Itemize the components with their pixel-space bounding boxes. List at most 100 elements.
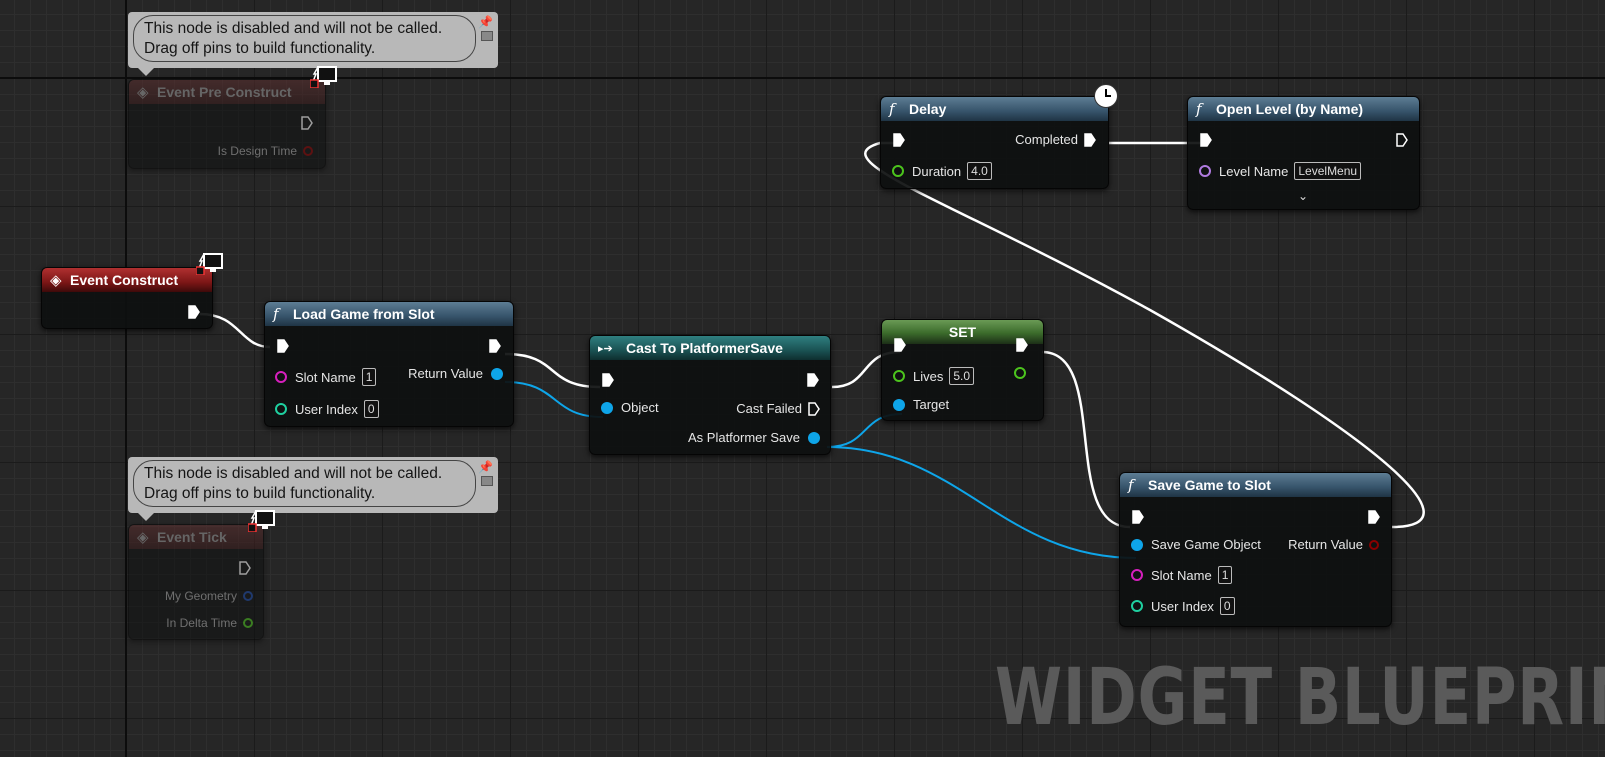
node-header: ▸➔ Cast To PlatformerSave bbox=[590, 336, 830, 360]
string-pin[interactable] bbox=[275, 371, 287, 383]
exec-out-pin[interactable] bbox=[1368, 510, 1380, 524]
exec-out-pin[interactable] bbox=[808, 401, 820, 416]
float-pin[interactable] bbox=[892, 165, 904, 177]
comment-line: This node is disabled and will not be ca… bbox=[144, 20, 443, 37]
exec-in-pin[interactable] bbox=[277, 339, 289, 353]
pin-label: User Index bbox=[1151, 598, 1214, 614]
object-pin[interactable] bbox=[808, 431, 820, 444]
struct-pin[interactable] bbox=[243, 591, 253, 601]
node-header: f Save Game to Slot bbox=[1120, 473, 1391, 497]
pin-label: My Geometry bbox=[164, 589, 237, 603]
duration-row: Duration 4.0 bbox=[892, 162, 992, 180]
exec-out-pin[interactable] bbox=[1396, 133, 1408, 147]
float-out-pin[interactable] bbox=[1014, 367, 1026, 379]
comment-line: This node is disabled and will not be ca… bbox=[144, 465, 443, 482]
pin-label: Duration bbox=[912, 163, 962, 179]
exec-out-pin[interactable] bbox=[489, 339, 501, 353]
pin-comment-icon[interactable]: 📌 bbox=[478, 460, 493, 474]
exec-wire bbox=[1041, 350, 1131, 529]
event-diamond-icon: ◈ bbox=[50, 271, 62, 289]
user-index-input[interactable]: 0 bbox=[1219, 597, 1235, 615]
event-pre-construct-node[interactable]: ◈ Event Pre Construct Is Design Time bbox=[128, 79, 326, 169]
latent-clock-icon bbox=[1094, 84, 1118, 108]
int-pin[interactable] bbox=[1131, 600, 1143, 612]
comment-line: Drag off pins to build functionality. bbox=[144, 40, 376, 57]
exec-out-pin[interactable] bbox=[239, 561, 251, 575]
duration-input[interactable]: 4.0 bbox=[967, 162, 992, 180]
float-pin[interactable] bbox=[893, 370, 905, 382]
exec-in-pin[interactable] bbox=[893, 133, 905, 147]
exec-out-pin[interactable] bbox=[1016, 338, 1028, 352]
node-title: Event Pre Construct bbox=[157, 84, 292, 100]
string-pin[interactable] bbox=[1131, 569, 1143, 581]
client-server-icon bbox=[310, 66, 337, 88]
object-pin[interactable] bbox=[893, 398, 905, 411]
pin-label: Target bbox=[913, 397, 950, 412]
lives-row: Lives 5.0 bbox=[893, 367, 975, 385]
exec-in-pin[interactable] bbox=[1132, 510, 1144, 524]
save-game-to-slot-node[interactable]: f Save Game to Slot Save Game Object Ret… bbox=[1119, 472, 1392, 627]
user-index-row: User Index 0 bbox=[275, 400, 379, 418]
node-header: ◈ Event Pre Construct bbox=[129, 80, 325, 104]
bool-pin[interactable] bbox=[1369, 539, 1379, 550]
pin-label: User Index bbox=[295, 401, 358, 417]
node-header: f Delay bbox=[881, 97, 1108, 121]
collapse-comment-icon[interactable] bbox=[481, 31, 493, 41]
graph-type-watermark: WIDGET BLUEPRIN bbox=[995, 653, 1605, 743]
pin-label: In Delta Time bbox=[166, 616, 237, 630]
node-title: Delay bbox=[909, 101, 947, 117]
object-row: Object bbox=[601, 400, 659, 415]
node-title: Save Game to Slot bbox=[1148, 477, 1271, 493]
event-construct-node[interactable]: ◈ Event Construct bbox=[41, 267, 213, 329]
exec-wire bbox=[504, 352, 601, 389]
exec-in-pin[interactable] bbox=[1200, 133, 1212, 147]
node-title: Load Game from Slot bbox=[293, 306, 435, 322]
node-title: Cast To PlatformerSave bbox=[626, 340, 783, 356]
collapse-comment-icon[interactable] bbox=[481, 476, 493, 486]
my-geometry-row: My Geometry bbox=[165, 589, 253, 603]
exec-in-pin[interactable] bbox=[894, 338, 906, 352]
level-name-input[interactable]: LevelMenu bbox=[1294, 162, 1362, 180]
slot-name-input[interactable]: 1 bbox=[1217, 566, 1233, 584]
lives-input[interactable]: 5.0 bbox=[949, 367, 975, 385]
name-pin[interactable] bbox=[1199, 165, 1211, 177]
exec-out-pin[interactable] bbox=[807, 373, 819, 387]
int-pin[interactable] bbox=[275, 403, 287, 415]
pin-label: Lives bbox=[913, 368, 944, 384]
exec-out-pin[interactable] bbox=[301, 116, 313, 130]
node-header: ◈ Event Construct bbox=[42, 268, 212, 292]
event-tick-node[interactable]: ◈ Event Tick My Geometry In Delta Time bbox=[128, 524, 264, 640]
exec-out-pin[interactable] bbox=[1084, 132, 1096, 147]
open-level-node[interactable]: f Open Level (by Name) Level Name LevelM… bbox=[1187, 96, 1420, 210]
cast-to-platformersave-node[interactable]: ▸➔ Cast To PlatformerSave Object Cast Fa… bbox=[589, 335, 831, 455]
set-lives-node[interactable]: SET Lives 5.0 Target bbox=[881, 319, 1044, 421]
slot-name-row: Slot Name 1 bbox=[1131, 566, 1233, 584]
object-pin[interactable] bbox=[601, 401, 613, 414]
exec-in-pin[interactable] bbox=[602, 373, 614, 387]
load-game-from-slot-node[interactable]: f Load Game from Slot Slot Name 1 User I… bbox=[264, 301, 514, 427]
function-icon: f bbox=[1128, 476, 1134, 494]
node-header: f Load Game from Slot bbox=[265, 302, 513, 326]
pin-label: Is Design Time bbox=[217, 144, 297, 158]
pin-comment-icon[interactable]: 📌 bbox=[478, 15, 493, 29]
pin-label: Object bbox=[621, 400, 659, 415]
bool-pin[interactable] bbox=[303, 146, 313, 156]
cast-failed-row: Cast Failed bbox=[736, 401, 820, 416]
pin-label: Slot Name bbox=[1151, 567, 1212, 583]
node-title: Event Construct bbox=[70, 272, 179, 288]
delay-node[interactable]: f Delay Completed Duration 4.0 bbox=[880, 96, 1109, 189]
exec-out-pin[interactable] bbox=[188, 305, 200, 319]
object-pin[interactable] bbox=[1131, 538, 1143, 551]
node-title: SET bbox=[948, 324, 977, 340]
object-pin[interactable] bbox=[491, 367, 503, 380]
function-icon: f bbox=[1196, 100, 1202, 118]
float-pin[interactable] bbox=[243, 618, 253, 628]
slot-name-input[interactable]: 1 bbox=[361, 368, 377, 386]
user-index-input[interactable]: 0 bbox=[363, 400, 379, 418]
expand-chevron-icon[interactable]: ⌄ bbox=[1298, 189, 1309, 203]
node-header: SET bbox=[882, 320, 1043, 344]
node-header: f Open Level (by Name) bbox=[1188, 97, 1419, 121]
is-design-time-row: Is Design Time bbox=[218, 144, 313, 158]
pin-label: As Platformer Save bbox=[688, 430, 800, 445]
pin-label: Level Name bbox=[1219, 163, 1289, 179]
